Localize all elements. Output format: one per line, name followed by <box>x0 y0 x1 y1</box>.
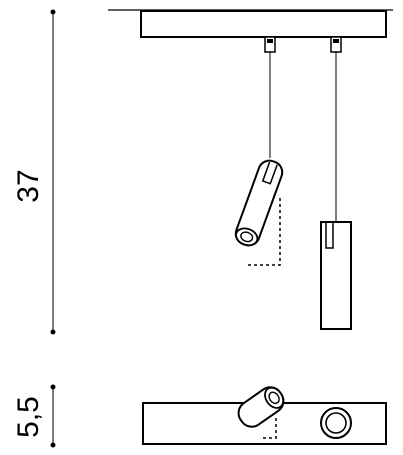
top-view-rotation-guide <box>262 418 277 439</box>
right-pendant <box>320 36 352 330</box>
height-dimension-label: 37 <box>12 169 45 202</box>
track-rail <box>140 10 387 38</box>
left-pendant-rotation-guide <box>247 198 281 266</box>
depth-dimension: 5,5 <box>12 384 56 448</box>
left-pendant <box>234 36 284 266</box>
top-view-tilted-spot <box>237 386 285 428</box>
height-dimension: 37 <box>12 9 56 335</box>
depth-dimension-label: 5,5 <box>12 396 45 438</box>
height-dimension-top-dot <box>50 9 56 15</box>
left-spot-body <box>234 159 284 247</box>
depth-dimension-bottom-dot <box>50 442 56 448</box>
top-view-track <box>142 386 387 445</box>
top-view-round-spot <box>320 407 352 439</box>
ceiling-track <box>108 9 393 38</box>
depth-dimension-top-dot <box>50 384 56 390</box>
right-spot-slot <box>325 222 334 249</box>
height-dimension-bottom-dot <box>50 329 56 335</box>
